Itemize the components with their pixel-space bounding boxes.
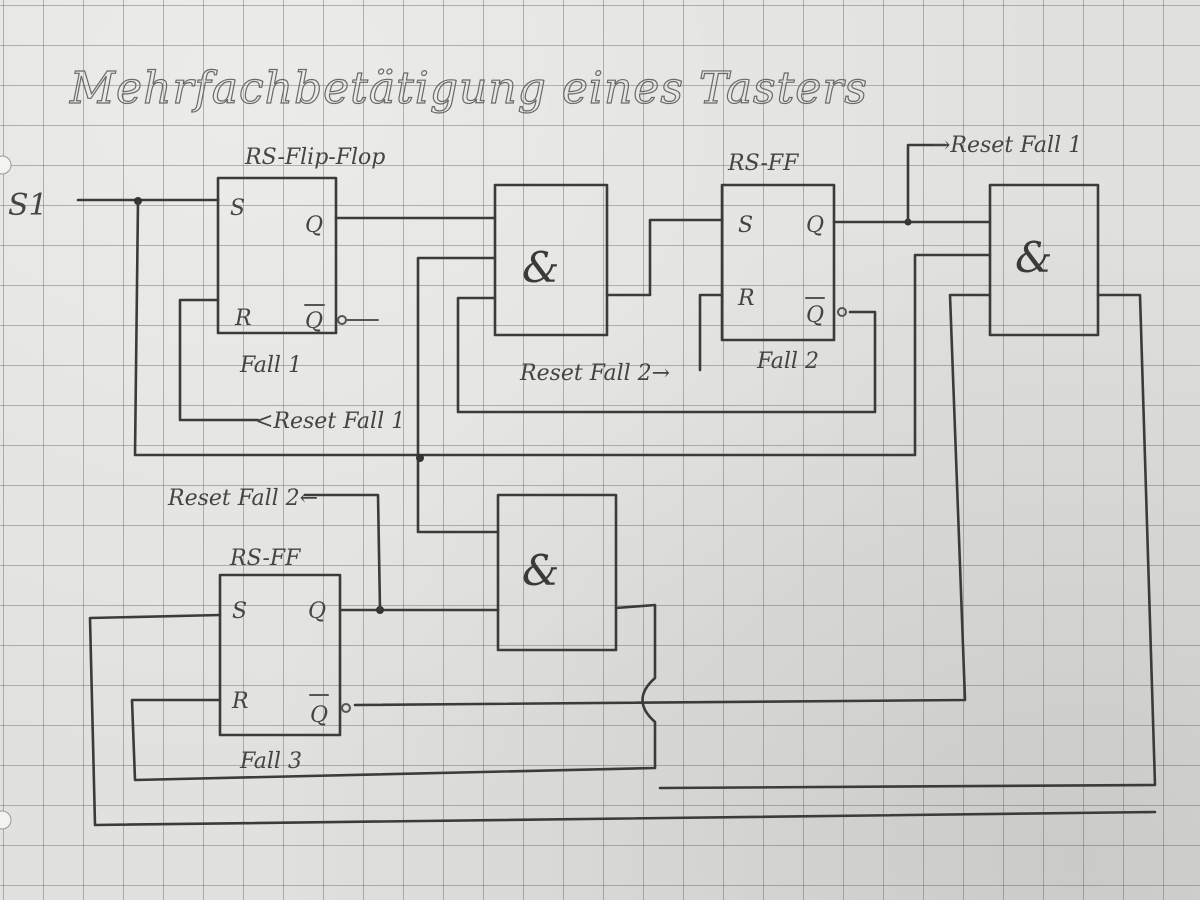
ff3-pin-s: S [232,599,247,624]
wire-and2-output-loop [658,293,1157,790]
wire-s1-bus [133,199,992,457]
ff2-pin-qbar: Q [806,303,824,328]
ff1-pin-s: S [230,196,245,221]
label-reset-fall2-in: Reset Fall 2→ [519,361,670,386]
ff3-pin-qbar: Q [310,703,328,728]
wire-ff2-qbar-loop [456,296,877,414]
wire-and1-to-ff2-s [605,218,724,297]
wire-reset-fall2-out [303,493,382,612]
flipflop-fall1: RS-Flip-Flop S Q R Q Fall 1 [216,145,385,378]
flipflop-fall3: RS-FF S Q R Q Fall 3 [218,546,351,774]
and2-symbol: & [1015,233,1052,282]
and-gate-1: & [493,183,609,337]
wire-and2-to-ff3-qbar [353,293,992,707]
wire-reset-fall1-out [906,143,947,224]
wire-and3-to-ff3-r [130,603,657,782]
ff2-caption: Fall 2 [756,349,819,374]
and1-symbol: & [522,243,559,292]
ff1-pin-r: R [234,306,252,331]
flipflop-fall2: RS-FF S Q R Q Fall 2 [720,151,847,374]
wire-reset-fall1-in [178,298,260,422]
binder-hole [0,155,12,175]
ff1-pin-qbar: Q [305,309,323,334]
ff2-pin-s: S [738,213,753,238]
ff3-name: RS-FF [229,546,301,571]
ff1-pin-q: Q [305,213,323,238]
and-gate-3: & [496,493,618,652]
wire-reset-fall2-in [698,293,724,372]
ff1-name: RS-Flip-Flop [244,145,385,170]
and3-symbol: & [522,546,559,595]
ff3-pin-q: Q [308,599,326,624]
and-gate-2: & [988,183,1100,337]
ff2-name: RS-FF [727,151,799,176]
label-reset-fall1-out: →Reset Fall 1 [932,133,1082,158]
label-reset-fall1-in: <Reset Fall 1 [255,409,405,434]
ff3-caption: Fall 3 [239,749,302,774]
wire-bus-to-and1-and3 [416,256,500,534]
binder-hole [0,810,12,830]
ff2-pin-q: Q [806,213,824,238]
input-label-s1: S1 [8,188,48,223]
ff1-caption: Fall 1 [239,353,302,378]
ff2-pin-r: R [737,286,755,311]
wire-ff3-s-feedback [88,613,1157,827]
diagram-title: Mehrfachbetätigung eines Tasters [69,63,868,114]
ff3-pin-r: R [231,689,249,714]
junction-dot [416,454,424,462]
label-reset-fall2-out: Reset Fall 2← [167,486,318,511]
